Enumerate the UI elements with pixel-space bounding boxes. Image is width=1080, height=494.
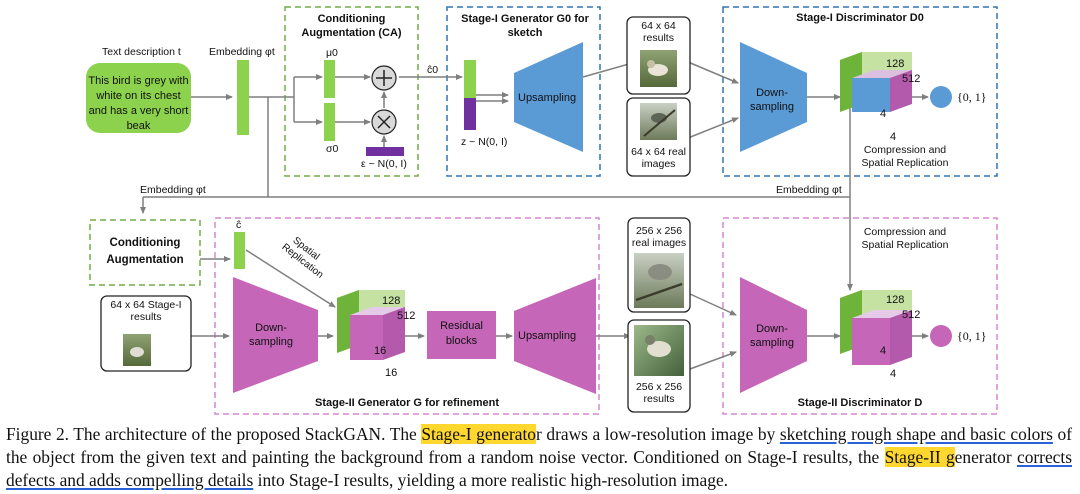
sigma-label: σ0 <box>326 143 339 155</box>
caption-underline-2: corrects defects and adds compelling det… <box>6 447 1073 490</box>
stage1-feature-cube <box>840 52 912 112</box>
stage2-discriminator-box <box>722 217 998 415</box>
c0-vector <box>464 60 476 98</box>
stage1-disc-title: Stage-I Discriminator D0 <box>796 12 924 24</box>
compress-label-1: Compression and Spatial Replication <box>861 144 949 169</box>
text-description-box <box>86 63 191 133</box>
stage1-upsampling-block <box>514 42 583 152</box>
architecture-diagram <box>86 6 998 415</box>
down3-label: Down-sampling <box>749 323 795 349</box>
results-256-image <box>634 325 684 376</box>
residual-blocks <box>427 311 496 359</box>
cube3-depth-label: 4 <box>880 345 887 357</box>
cube2-top-label: 128 <box>382 295 401 307</box>
upsampling2-label: Upsampling <box>518 330 577 342</box>
sum-operator-icon <box>371 65 397 91</box>
downsampling-label: Down-sampling <box>749 87 795 113</box>
real-64-label: 64 x 64 real images <box>631 146 686 170</box>
c0-label: ĉ0 <box>427 64 439 76</box>
text-description: This bird is grey with white on its ches… <box>88 75 189 132</box>
embedding-label-2: Embedding φt <box>140 184 206 196</box>
stage1-gen-title: Stage-I Generator G0 for sketch <box>461 13 589 39</box>
ca2-title: Conditioning Augmentation <box>106 237 184 266</box>
cube3-bottom-label: 4 <box>890 368 897 380</box>
compress-label-2: Compression and Spatial Replication <box>861 226 949 251</box>
mu-bar <box>324 60 335 98</box>
stage1-discriminator-box <box>722 6 998 177</box>
ca-title: Conditioning Augmentation (CA) <box>301 13 402 39</box>
stage1-results-label: 64 x 64 Stage-I results <box>110 299 182 323</box>
caption-part-2: r draws a low-resolution image by <box>536 424 780 444</box>
caption-part-4: enerator <box>954 447 1017 467</box>
stage2-output-circle <box>930 325 952 347</box>
stage2-upsampling-block <box>514 278 596 394</box>
real-256-image <box>634 253 684 308</box>
results-256-label: 256 x 256 results <box>635 381 683 405</box>
stage2-downsampling-block <box>233 277 318 393</box>
cube3-top-label: 128 <box>886 294 905 306</box>
real-64-image <box>640 103 677 140</box>
stage2-disc-title: Stage-II Discriminator D <box>797 397 923 409</box>
stage2-generator-box <box>214 217 600 415</box>
embedding-label: Embedding φt <box>209 46 275 58</box>
cube1-depth-label: 4 <box>880 108 887 120</box>
cube2-side-label: 512 <box>397 310 416 322</box>
upsampling-label: Upsampling <box>518 92 577 104</box>
epsilon-bar <box>366 147 404 156</box>
stage2-feature-cube <box>337 290 405 360</box>
c-hat-label: ĉ <box>236 219 242 231</box>
real-256-label: 256 x 256 real images <box>631 225 687 249</box>
results-64-label: 64 x 64 results <box>641 20 676 44</box>
figure-caption: Figure 2. The architecture of the propos… <box>6 423 1072 492</box>
mu-label: μ0 <box>326 47 338 59</box>
output-label-1: {0, 1} <box>957 90 987 104</box>
ca2-group-box <box>89 219 201 286</box>
product-operator-icon <box>371 109 397 135</box>
sigma-bar <box>324 103 335 141</box>
caption-part-1: Figure 2. The architecture of the propos… <box>6 424 422 444</box>
c-hat-vector <box>234 232 245 269</box>
cube2-depth-label: 16 <box>374 345 387 357</box>
stage1-results-image <box>123 334 151 366</box>
epsilon-label: ε ~ N(0, I) <box>361 158 407 170</box>
down2-label: Down-sampling <box>248 322 294 348</box>
text-description-label: Text description t <box>102 46 181 58</box>
caption-highlight-stage2: Stage-II g <box>884 447 955 467</box>
residual-label: Residual blocks <box>440 320 483 347</box>
stage2-gen-title: Stage-II Generator G for refinement <box>315 397 499 409</box>
embedding-bar <box>237 60 249 135</box>
embedding-label-3: Embedding φt <box>776 184 842 196</box>
stage1-output-circle <box>930 86 952 108</box>
z-label: z ~ N(0, I) <box>461 136 508 148</box>
caption-part-5: into Stage-I results, yielding a more re… <box>253 470 729 490</box>
output-label-2: {0, 1} <box>957 329 987 343</box>
stage2-disc-downsampling-block <box>740 277 807 393</box>
cube1-top-label: 128 <box>886 58 905 70</box>
cube2-bottom-label: 16 <box>385 367 398 379</box>
stage2-disc-feature-cube <box>840 290 912 365</box>
caption-underline-1: sketching rough shape and basic colors <box>779 424 1053 444</box>
caption-highlight-stage1: Stage-I generato <box>421 424 536 444</box>
stage1-downsampling-block <box>740 42 807 152</box>
cube3-side-label: 512 <box>902 309 921 321</box>
z-vector <box>464 98 476 130</box>
cube1-bottom-label: 4 <box>890 131 897 143</box>
results-64-image <box>640 50 677 87</box>
caption-part-3: of the object from the given text and pa… <box>6 424 1072 467</box>
cube1-side-label: 512 <box>902 73 921 85</box>
